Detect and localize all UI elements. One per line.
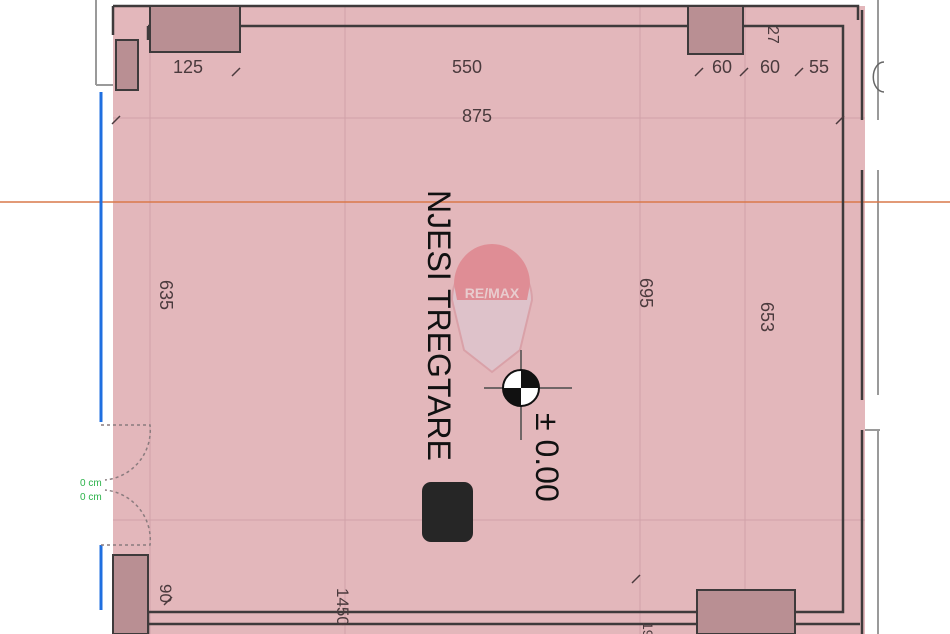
dim-1450: 1450 bbox=[333, 588, 352, 626]
door-label-2: 0 cm bbox=[80, 492, 102, 503]
dim-695: 695 bbox=[636, 278, 656, 308]
level-marker bbox=[484, 350, 572, 440]
dim-875: 875 bbox=[462, 106, 492, 126]
room-area bbox=[113, 6, 865, 634]
columns bbox=[112, 5, 796, 634]
black-marker-block bbox=[422, 482, 473, 542]
dim-125: 125 bbox=[173, 57, 203, 77]
dimension-ticks bbox=[111, 67, 845, 606]
dim-27: 27 bbox=[764, 26, 781, 44]
level-label: ± 0.00 bbox=[529, 413, 565, 502]
column-bottom-left bbox=[112, 554, 149, 634]
grid-lines bbox=[113, 6, 865, 634]
column-bottom-right bbox=[696, 589, 796, 634]
door-label-1: 0 cm bbox=[80, 478, 102, 489]
column-top-right bbox=[687, 5, 744, 55]
dim-19: 19 bbox=[640, 622, 656, 634]
room-label: NJESI TREGTARE bbox=[421, 190, 457, 461]
column-top-left-corner bbox=[115, 39, 139, 91]
dim-653: 653 bbox=[757, 302, 777, 332]
watermark-text: RE/MAX bbox=[465, 285, 520, 301]
dim-90: 90 bbox=[156, 584, 175, 603]
column-top-left bbox=[149, 5, 241, 53]
door-swing bbox=[101, 424, 152, 546]
dim-55: 55 bbox=[809, 57, 829, 77]
dim-635: 635 bbox=[156, 280, 176, 310]
dim-60-b: 60 bbox=[760, 57, 780, 77]
partial-circle-icon bbox=[872, 61, 885, 93]
outer-context-lines bbox=[95, 0, 880, 634]
remax-watermark: RE/MAX bbox=[450, 244, 534, 374]
dim-550: 550 bbox=[452, 57, 482, 77]
dim-60-a: 60 bbox=[712, 57, 732, 77]
